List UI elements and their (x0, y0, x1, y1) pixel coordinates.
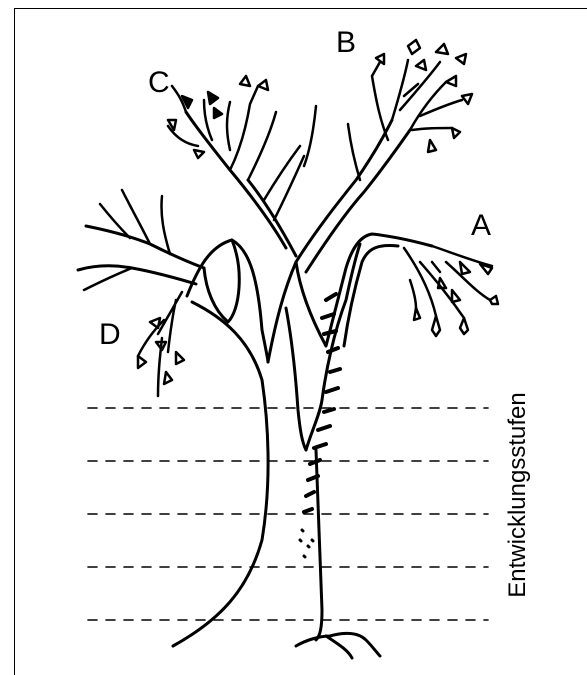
branch-a-inner (344, 246, 398, 346)
trunk-left-outline (173, 302, 268, 646)
branch-d-stem (78, 226, 204, 284)
branch-a-dots (300, 530, 313, 557)
branch-b-twigs (348, 60, 462, 180)
branch-a-twigs (404, 246, 492, 318)
trunk-lower-right (316, 450, 322, 640)
central-stem-left (286, 308, 306, 450)
trunk-inner-outline (187, 240, 239, 322)
label-b: B (336, 28, 356, 58)
branch-a-outline (296, 234, 432, 346)
branch-a-leaves (414, 262, 498, 336)
roots (296, 633, 380, 658)
central-stem-right (306, 244, 360, 450)
stage-dividers (88, 408, 488, 620)
label-c: C (148, 68, 170, 98)
branch-b-leaves (376, 40, 472, 152)
branch-c-stem (186, 112, 296, 256)
label-d: D (99, 320, 121, 350)
stages-axis-label: Entwicklungsstufen (504, 392, 532, 597)
label-a: A (471, 211, 491, 241)
branch-d-twigs (84, 190, 182, 396)
